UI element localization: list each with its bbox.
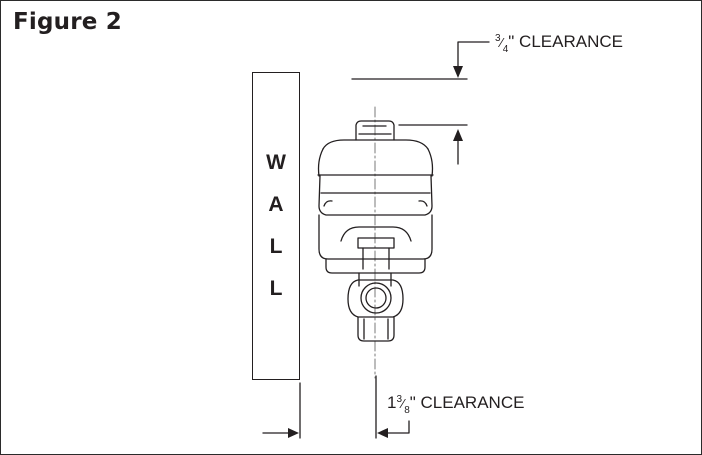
- bottom-clearance-denominator: 8: [404, 404, 410, 416]
- figure-title: Figure 2: [13, 9, 122, 35]
- wall-letter-l1: L: [269, 235, 283, 258]
- bottom-clearance-fraction: 3⁄8: [396, 393, 410, 416]
- bottom-clearance-label: 13⁄8" CLEARANCE: [387, 393, 525, 416]
- top-clearance-numerator: 3: [495, 32, 501, 44]
- wall-letter-l2: L: [269, 277, 283, 300]
- top-clearance-dimension: [351, 41, 490, 165]
- wall-letter-w: W: [266, 151, 286, 174]
- top-clearance-denominator: 4: [502, 43, 509, 55]
- top-clearance-fraction: 3⁄4: [495, 32, 509, 55]
- bottom-clearance-text: " CLEARANCE: [409, 393, 525, 412]
- bottom-clearance-dimension: [262, 375, 410, 439]
- wall-letter-a: A: [268, 193, 284, 216]
- top-clearance-text: " CLEARANCE: [508, 32, 623, 51]
- top-clearance-label: 3⁄4" CLEARANCE: [495, 32, 623, 55]
- bottom-clearance-numerator: 3: [396, 393, 403, 405]
- wall-box: W A L L: [252, 72, 300, 380]
- bottom-clearance-whole: 1: [387, 393, 397, 412]
- valve-body: [317, 106, 434, 379]
